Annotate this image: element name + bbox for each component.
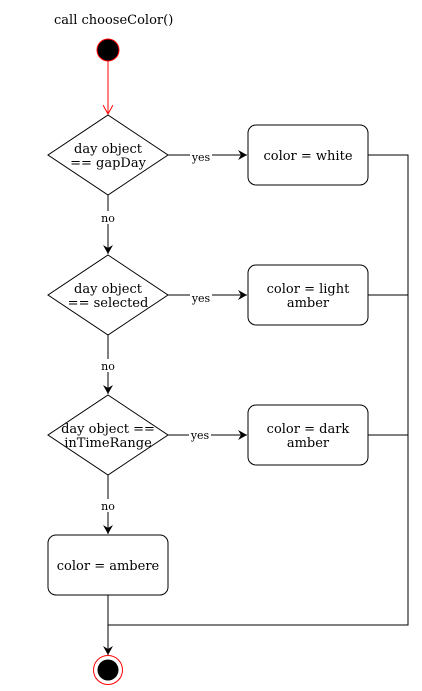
diagram-title: call chooseColor()	[54, 13, 173, 28]
action-light-amber-label-2: amber	[287, 296, 330, 311]
no-label-bg-3	[99, 499, 117, 512]
decision-selected-label-2: == selected	[68, 296, 149, 311]
end-node	[97, 659, 119, 681]
start-node	[96, 38, 120, 62]
end-node-ring	[93, 655, 123, 685]
action-light-amber-label-1: color = light	[267, 282, 350, 297]
no-label-bg-1	[99, 211, 117, 224]
decision-intimerange-label-2: inTimeRange	[64, 436, 152, 451]
action-ambere-label: color = ambere	[57, 559, 160, 574]
decision-gapday-label-1: day object	[74, 142, 143, 157]
no-label-bg-2	[99, 359, 117, 372]
decision-intimerange-label-1: day object ==	[61, 422, 155, 437]
action-dark-amber-label-2: amber	[287, 436, 330, 451]
decision-selected-label-1: day object	[74, 282, 143, 297]
decision-gapday-label-2: == gapDay	[70, 156, 146, 171]
action-dark-amber-label-1: color = dark	[267, 422, 350, 437]
no-label-1: no	[101, 212, 115, 225]
no-label-2: no	[101, 360, 115, 373]
action-white-label: color = white	[263, 149, 352, 164]
yes-label-bg-2	[190, 291, 212, 303]
merge-line-right	[108, 154, 409, 626]
yes-label-3: yes	[190, 429, 210, 442]
yes-label-bg-3	[189, 430, 211, 442]
yes-label-1: yes	[191, 151, 211, 164]
yes-label-2: yes	[191, 292, 211, 305]
no-label-3: no	[101, 500, 115, 513]
yes-label-bg-1	[190, 151, 212, 163]
